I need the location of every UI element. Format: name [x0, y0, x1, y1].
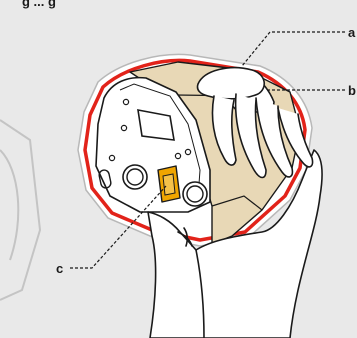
display-screen: [137, 109, 175, 141]
indicator-dot: [174, 152, 182, 160]
hand-finger: [211, 95, 237, 166]
indicator-dot: [108, 154, 116, 162]
hand-forearm: [147, 149, 323, 338]
hand-finger: [234, 93, 267, 179]
hand-contour: [195, 249, 205, 338]
callout-label-a: a: [348, 25, 356, 40]
hand-illustration: [147, 66, 323, 338]
side-port: [98, 169, 112, 189]
hand-finger: [277, 107, 314, 168]
callout-label-b: b: [348, 83, 356, 98]
panel-fold-line: [211, 195, 263, 211]
background-outline: [0, 119, 42, 301]
callout-label-c: c: [56, 261, 63, 276]
left-button: [126, 168, 144, 186]
header-text: g ... g: [22, 0, 56, 9]
indicator-dot: [184, 148, 192, 156]
indicator-dot: [122, 98, 130, 106]
right-button: [186, 185, 204, 203]
hand-thumb: [196, 66, 265, 100]
front-face-inner-edge: [119, 83, 201, 199]
callout-line-c: [70, 185, 167, 269]
callout-lines: [70, 31, 345, 269]
callout-line-a: [241, 31, 345, 67]
hand-contour: [183, 227, 189, 247]
hand-finger: [255, 97, 294, 178]
indicator-dot: [120, 124, 128, 132]
highlighted-button-inner: [162, 173, 176, 196]
